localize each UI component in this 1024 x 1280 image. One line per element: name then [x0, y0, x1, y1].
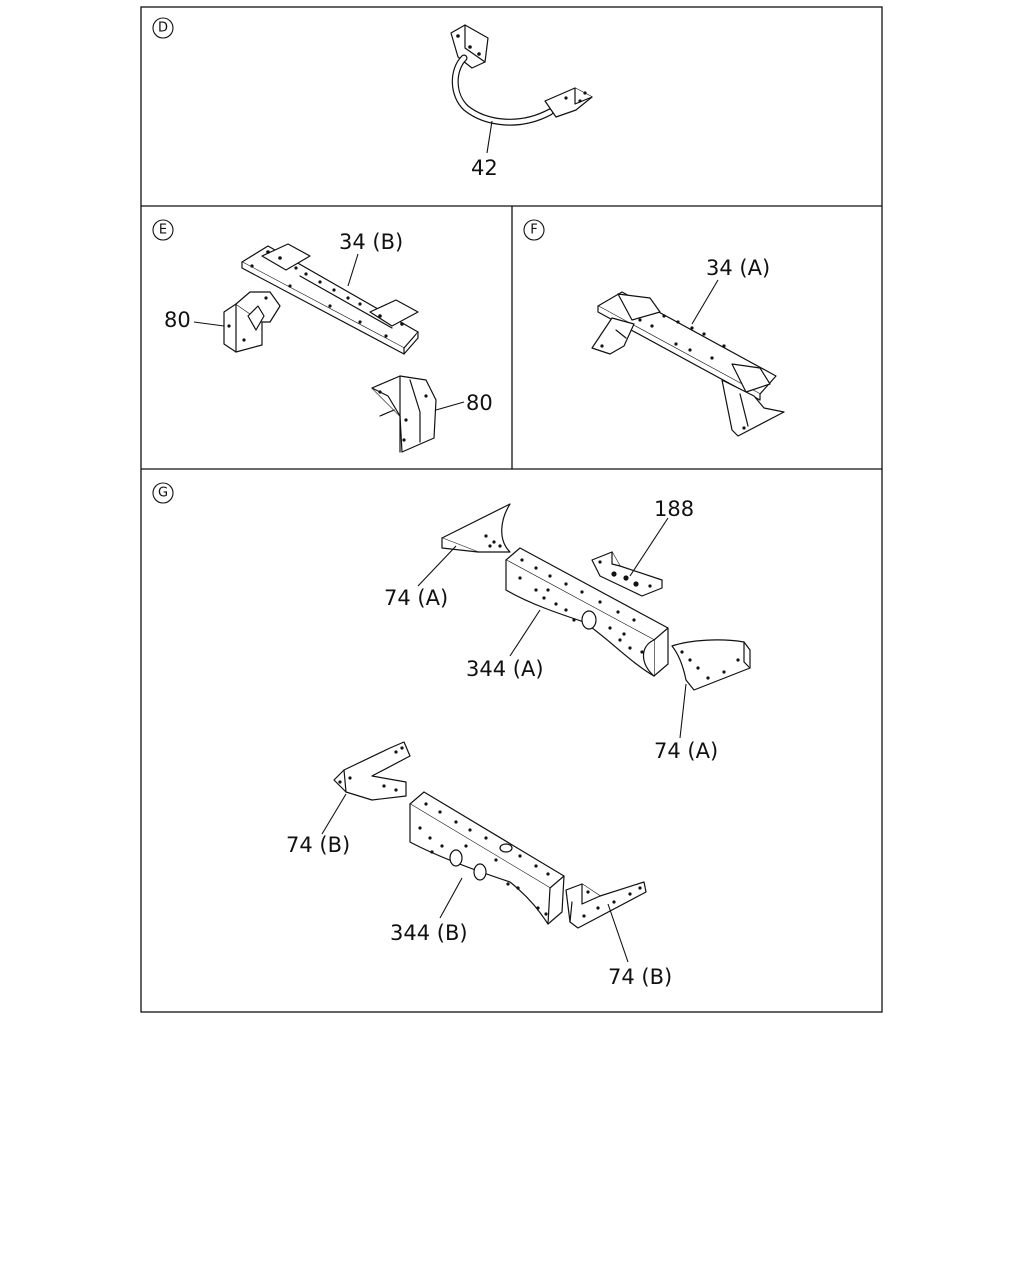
callout-344b: 344 (B): [390, 921, 468, 945]
panel-f-badge: F: [523, 219, 545, 241]
callout-80-upper: 80: [164, 308, 191, 332]
callout-34b: 34 (B): [339, 230, 403, 254]
callout-344a: 344 (A): [466, 657, 544, 681]
callout-74a-left: 74 (A): [384, 586, 448, 610]
panel-f: F 34 (A): [523, 219, 785, 437]
part-344a-crossmember: [505, 547, 669, 677]
panel-d-letter: D: [158, 21, 168, 36]
part-74b-right: [565, 881, 647, 929]
part-74a-left: [441, 503, 511, 553]
part-42-bracket-pipe: [450, 24, 593, 126]
panel-g: G 74 (A) 188: [152, 482, 751, 989]
part-74b-left: [333, 741, 411, 801]
callout-80-lower: 80: [466, 391, 493, 415]
panel-d-badge: D: [152, 17, 174, 39]
panel-e-badge: E: [152, 219, 174, 241]
callout-34a: 34 (A): [706, 256, 770, 280]
part-34b-crossmember: [241, 243, 419, 355]
part-74a-right: [671, 639, 751, 691]
part-344a-holes: [518, 558, 644, 654]
callout-74a-right: 74 (A): [654, 739, 718, 763]
callout-74b-right: 74 (B): [608, 965, 672, 989]
part-34a-crossmember: [591, 291, 785, 437]
diagram-frames: [140, 6, 883, 1013]
part-188-bracket: [591, 551, 663, 597]
panel-g-letter: G: [158, 486, 168, 501]
panel-e: E 34 (B): [152, 219, 493, 453]
panel-g-badge: G: [152, 482, 174, 504]
callout-188: 188: [654, 497, 694, 521]
callout-42: 42: [471, 156, 498, 180]
panel-d: D 42: [152, 17, 593, 180]
part-34a-holes: [600, 314, 746, 430]
part-34b-holes: [250, 250, 404, 338]
part-80-lower: [371, 375, 437, 453]
panel-e-letter: E: [159, 223, 167, 238]
part-80-upper: [223, 291, 281, 353]
part-344b-holes: [418, 802, 550, 916]
part-344b-crossmember: [409, 791, 565, 925]
outer-frame: [140, 6, 883, 1013]
panel-f-letter: F: [530, 223, 537, 238]
callout-74b-left: 74 (B): [286, 833, 350, 857]
